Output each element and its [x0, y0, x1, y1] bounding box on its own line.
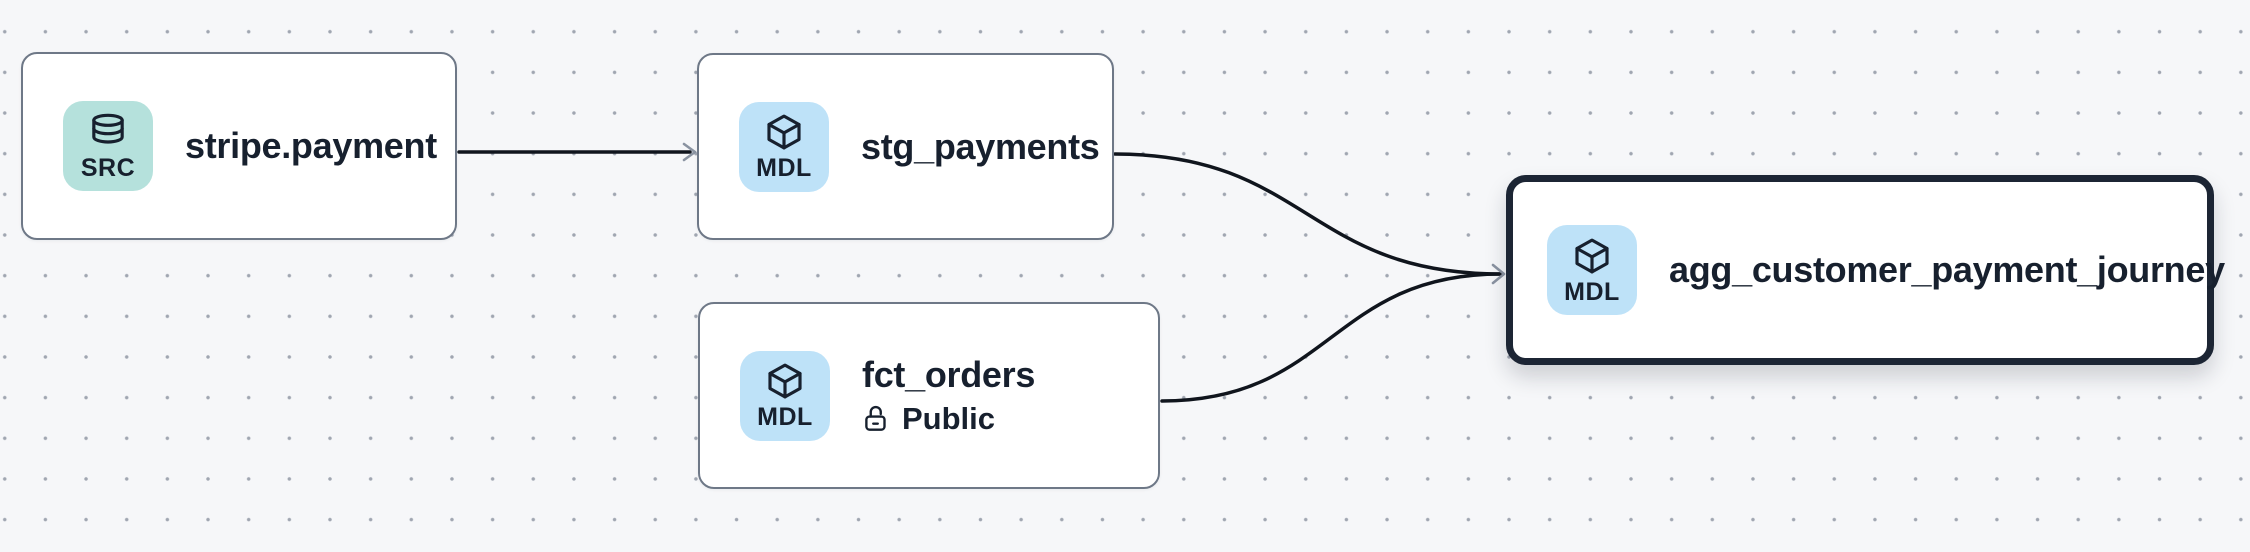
- node-agg-customer-payment-journey[interactable]: MDL agg_customer_payment_journey: [1506, 175, 2225, 365]
- arrowhead-icon: [682, 142, 697, 162]
- cube-icon: [1575, 238, 1609, 273]
- node-label: stg_payments: [861, 125, 1100, 167]
- badge-type-label: SRC: [80, 153, 136, 182]
- edge-fct-orders-to-agg-customer-payment-journey[interactable]: [1160, 272, 1503, 403]
- lock-open-icon: [865, 406, 886, 431]
- node-label: agg_customer_payment_journey: [1669, 249, 2225, 291]
- access-label: Public: [902, 401, 996, 437]
- badge-type-label: MDL: [1564, 277, 1620, 306]
- cube-icon: [767, 114, 801, 150]
- node-stg-payments[interactable]: MDL stg_payments: [697, 53, 1114, 240]
- badge-type-label: MDL: [757, 403, 813, 431]
- access-row: Public: [862, 401, 1035, 437]
- arrowhead-icon: [1491, 263, 1506, 285]
- node-stripe-payment[interactable]: SRC stripe.payment: [21, 52, 457, 240]
- node-label: stripe.payment: [185, 125, 437, 167]
- model-type-badge: MDL: [1547, 225, 1637, 315]
- node-label: fct_orders: [862, 353, 1036, 395]
- model-type-badge: MDL: [739, 101, 829, 192]
- node-label-group: fct_orders Public: [862, 354, 1035, 437]
- database-icon: [92, 113, 124, 144]
- model-type-badge: MDL: [740, 350, 830, 441]
- cube-icon: [768, 363, 802, 399]
- edge-stg-payments-to-agg-customer-payment-journey[interactable]: [1113, 152, 1503, 276]
- source-type-badge: SRC: [63, 101, 153, 191]
- badge-type-label: MDL: [756, 154, 812, 182]
- node-fct-orders[interactable]: MDL fct_orders Public: [698, 302, 1160, 489]
